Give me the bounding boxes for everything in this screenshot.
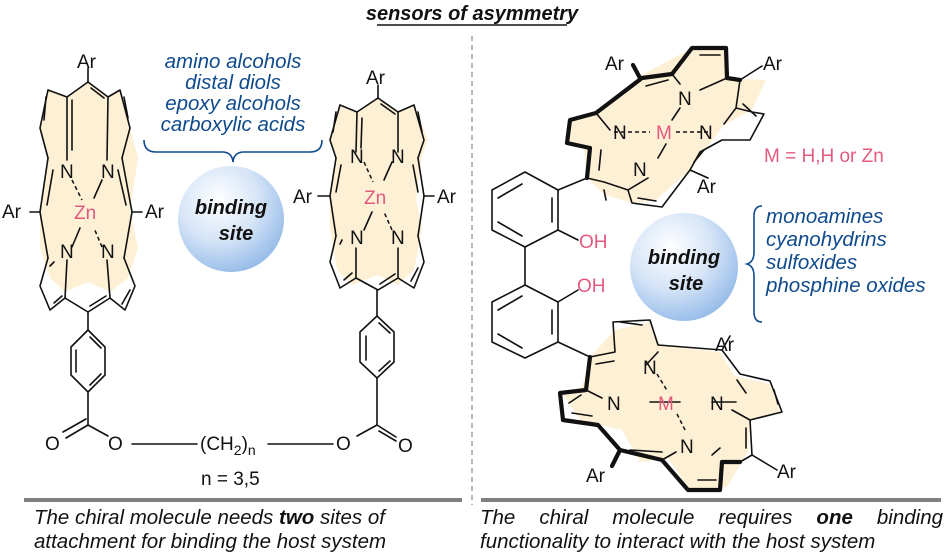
left-analyte-list: amino alcohols distal diols epoxy alcoho… <box>143 50 323 163</box>
n-values-label: n = 3,5 <box>201 469 260 490</box>
figure-title: sensors of asymmetry <box>366 3 579 25</box>
nitrogen-label: N <box>678 89 692 110</box>
nitrogen-label: N <box>391 228 405 249</box>
nitrogen-label: N <box>710 394 724 415</box>
right-binding-site: binding site <box>630 213 738 321</box>
caption-emphasis: one <box>816 506 853 529</box>
porphyrin-left-1 <box>29 67 143 313</box>
analyte-item: sulfoxides <box>766 251 857 274</box>
right-caption-bar <box>481 498 941 502</box>
nitrogen-label: N <box>699 123 713 144</box>
caption-emphasis: two <box>279 506 315 529</box>
nitrogen-label: N <box>643 358 657 379</box>
biphenol-unit <box>491 171 591 359</box>
nitrogen-label: N <box>60 162 74 183</box>
right-analyte-list: monoamines cyanohydrins sulfoxides phosp… <box>744 205 926 323</box>
porphyrin-right-bottom <box>557 319 783 493</box>
left-brace <box>143 139 323 163</box>
analyte-item: carboxylic acids <box>161 113 306 136</box>
phenyl-ester-right <box>356 289 397 442</box>
metal-label: M <box>656 123 672 144</box>
metal-label: M <box>658 394 674 415</box>
linker-chain: (CH2)n <box>200 434 256 458</box>
left-caption: The chiral molecule needs two sites of a… <box>34 506 462 554</box>
nitrogen-label: N <box>101 242 115 263</box>
ar-label: Ar <box>293 187 313 208</box>
nitrogen-label: N <box>607 394 621 415</box>
svg-text:binding: binding <box>195 197 267 219</box>
nitrogen-label: N <box>680 437 694 458</box>
ester-oxygen-label: O <box>336 434 351 455</box>
left-caption-bar <box>24 498 462 502</box>
analyte-item: distal diols <box>185 71 281 94</box>
ar-label: Ar <box>697 177 717 198</box>
nitrogen-label: N <box>60 242 74 263</box>
ar-label: Ar <box>366 68 386 89</box>
hydroxyl-label: OH <box>577 276 606 297</box>
ester-oxygen-label: O <box>108 434 123 455</box>
metal-definition: M = H,H or Zn <box>764 146 884 167</box>
svg-text:site: site <box>669 273 703 295</box>
analyte-item: cyanohydrins <box>766 228 887 251</box>
nitrogen-label: N <box>350 228 364 249</box>
ar-label: Ar <box>605 54 625 75</box>
right-brace <box>744 205 763 323</box>
nitrogen-label: N <box>391 147 405 168</box>
caption-text: The chiral molecule requires <box>480 506 817 529</box>
nitrogen-label: N <box>101 162 115 183</box>
svg-text:binding: binding <box>648 247 720 269</box>
ar-label: Ar <box>586 466 606 487</box>
ar-label: Ar <box>763 54 783 75</box>
analyte-item: epoxy alcohols <box>165 92 301 115</box>
porphyrin-right-top <box>564 45 766 208</box>
analyte-item: amino alcohols <box>165 50 302 73</box>
ar-label: Ar <box>2 202 22 223</box>
analyte-item: phosphine oxides <box>765 274 926 297</box>
zinc-label: Zn <box>74 203 96 224</box>
hydroxyl-label: OH <box>579 232 608 253</box>
caption-text: binding functionality to interact with t… <box>480 506 943 553</box>
nitrogen-label: N <box>613 123 627 144</box>
caption-text: The chiral molecule needs <box>34 506 279 529</box>
right-caption: The chiral molecule requires one binding… <box>480 506 943 554</box>
left-binding-site: binding site <box>178 166 284 272</box>
phenyl-ester-left <box>62 311 198 445</box>
ar-label: Ar <box>145 202 165 223</box>
analyte-item: monoamines <box>766 205 883 228</box>
ar-label: Ar <box>715 335 735 356</box>
carbonyl-oxygen-label: O <box>398 436 413 457</box>
ar-label: Ar <box>77 52 97 73</box>
nitrogen-label: N <box>633 160 647 181</box>
ar-label: Ar <box>437 187 457 208</box>
ar-label: Ar <box>777 462 797 483</box>
zinc-label: Zn <box>364 188 386 209</box>
porphyrin-left-2 <box>317 84 435 291</box>
svg-text:site: site <box>219 223 253 245</box>
caption-text: sites of attachment for binding the host… <box>34 506 387 553</box>
nitrogen-label: N <box>350 147 364 168</box>
carbonyl-oxygen-label: O <box>45 434 60 455</box>
